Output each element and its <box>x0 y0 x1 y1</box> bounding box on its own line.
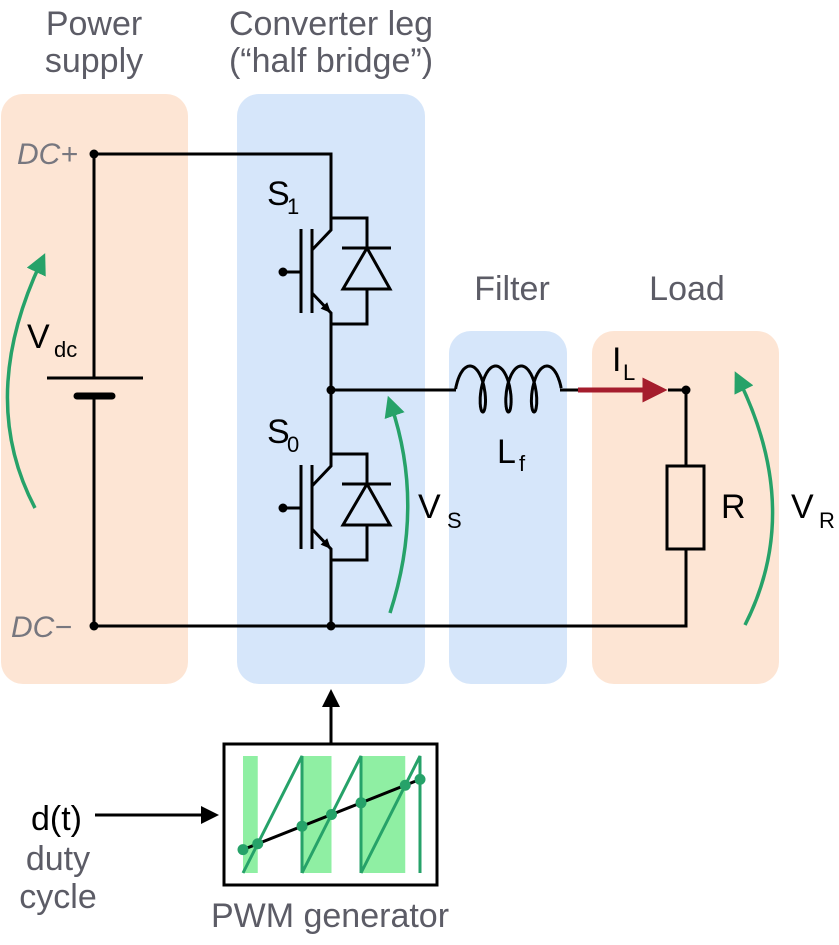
dc-minus-label: DC− <box>11 611 72 644</box>
pwm-generator-title: PWM generator <box>211 897 449 935</box>
filter-region <box>449 331 567 684</box>
carrier-sawtooth <box>241 755 422 874</box>
load-heading: Load <box>649 270 725 308</box>
dc-source <box>47 152 688 628</box>
switch-s1 <box>278 216 393 326</box>
duty-sample-point <box>355 797 367 809</box>
s1-symbol: S <box>267 175 290 213</box>
power-supply-region <box>1 94 188 684</box>
diode-lower-lead <box>331 525 369 562</box>
vdc-voltage-arrow <box>5 253 46 509</box>
s0-subscript: 0 <box>287 432 299 457</box>
s0-symbol: S <box>267 413 290 451</box>
emitter-arrow-icon <box>320 538 331 549</box>
emitter-arrow-icon <box>320 302 331 313</box>
vs-symbol: V <box>418 488 441 526</box>
diode-lower-lead <box>331 289 369 326</box>
duty-sample-point <box>326 809 337 820</box>
junction-dot-leg-bottom <box>326 621 336 631</box>
inductor-coil <box>454 364 563 414</box>
vr-subscript: R <box>819 508 835 533</box>
lf-symbol: L <box>497 433 516 471</box>
r-symbol: R <box>721 488 746 526</box>
junction-dot-dc-minus <box>89 621 99 631</box>
vr-symbol: V <box>791 488 814 526</box>
power-supply-heading-line1: Power <box>46 5 142 43</box>
junction-dot-dc-plus <box>89 149 99 159</box>
junction-dot-switch-node <box>326 385 336 395</box>
switch-s0 <box>278 452 393 562</box>
duty-caption-line2: cycle <box>19 878 96 916</box>
il-symbol: I <box>612 341 621 379</box>
gate-terminal-dot <box>278 503 288 513</box>
load-region <box>592 331 779 684</box>
igbt-collector <box>310 218 333 252</box>
duty-sample-point <box>237 844 249 856</box>
vdc-symbol: V <box>27 318 50 356</box>
s1-subscript: 1 <box>287 194 299 219</box>
duty-sample-point <box>252 838 264 850</box>
lf-subscript: f <box>519 451 526 476</box>
diode-upper-lead <box>331 216 369 248</box>
filter-heading: Filter <box>474 270 550 308</box>
converter-leg-heading-line1: Converter leg <box>229 5 433 43</box>
diode-upper-lead <box>331 452 369 484</box>
vdc-subscript: dc <box>54 337 77 362</box>
junction-dot-load <box>681 385 691 395</box>
igbt-collector <box>310 454 333 488</box>
vs-subscript: S <box>447 508 462 533</box>
gate-terminal-dot <box>278 267 288 277</box>
duty-sample-point <box>414 773 426 785</box>
vr-voltage-arrow <box>734 371 775 626</box>
pwm-on-interval <box>361 756 406 873</box>
dc-minus-rail <box>94 549 688 628</box>
dc-plus-rail <box>94 152 333 218</box>
duty-caption-line1: duty <box>26 840 90 878</box>
duty-sample-point <box>399 779 411 791</box>
duty-sample-point <box>296 820 308 832</box>
dc-plus-label: DC+ <box>17 138 78 171</box>
power-supply-heading-line2: supply <box>45 42 143 80</box>
il-subscript: L <box>623 360 635 385</box>
duty-cycle-input-label: d(t) <box>31 800 82 838</box>
pwm-waveform <box>237 755 426 874</box>
converter-leg-heading-line2: (“half bridge”) <box>229 42 433 80</box>
load-resistor <box>665 464 706 551</box>
vs-voltage-arrow <box>384 395 410 614</box>
